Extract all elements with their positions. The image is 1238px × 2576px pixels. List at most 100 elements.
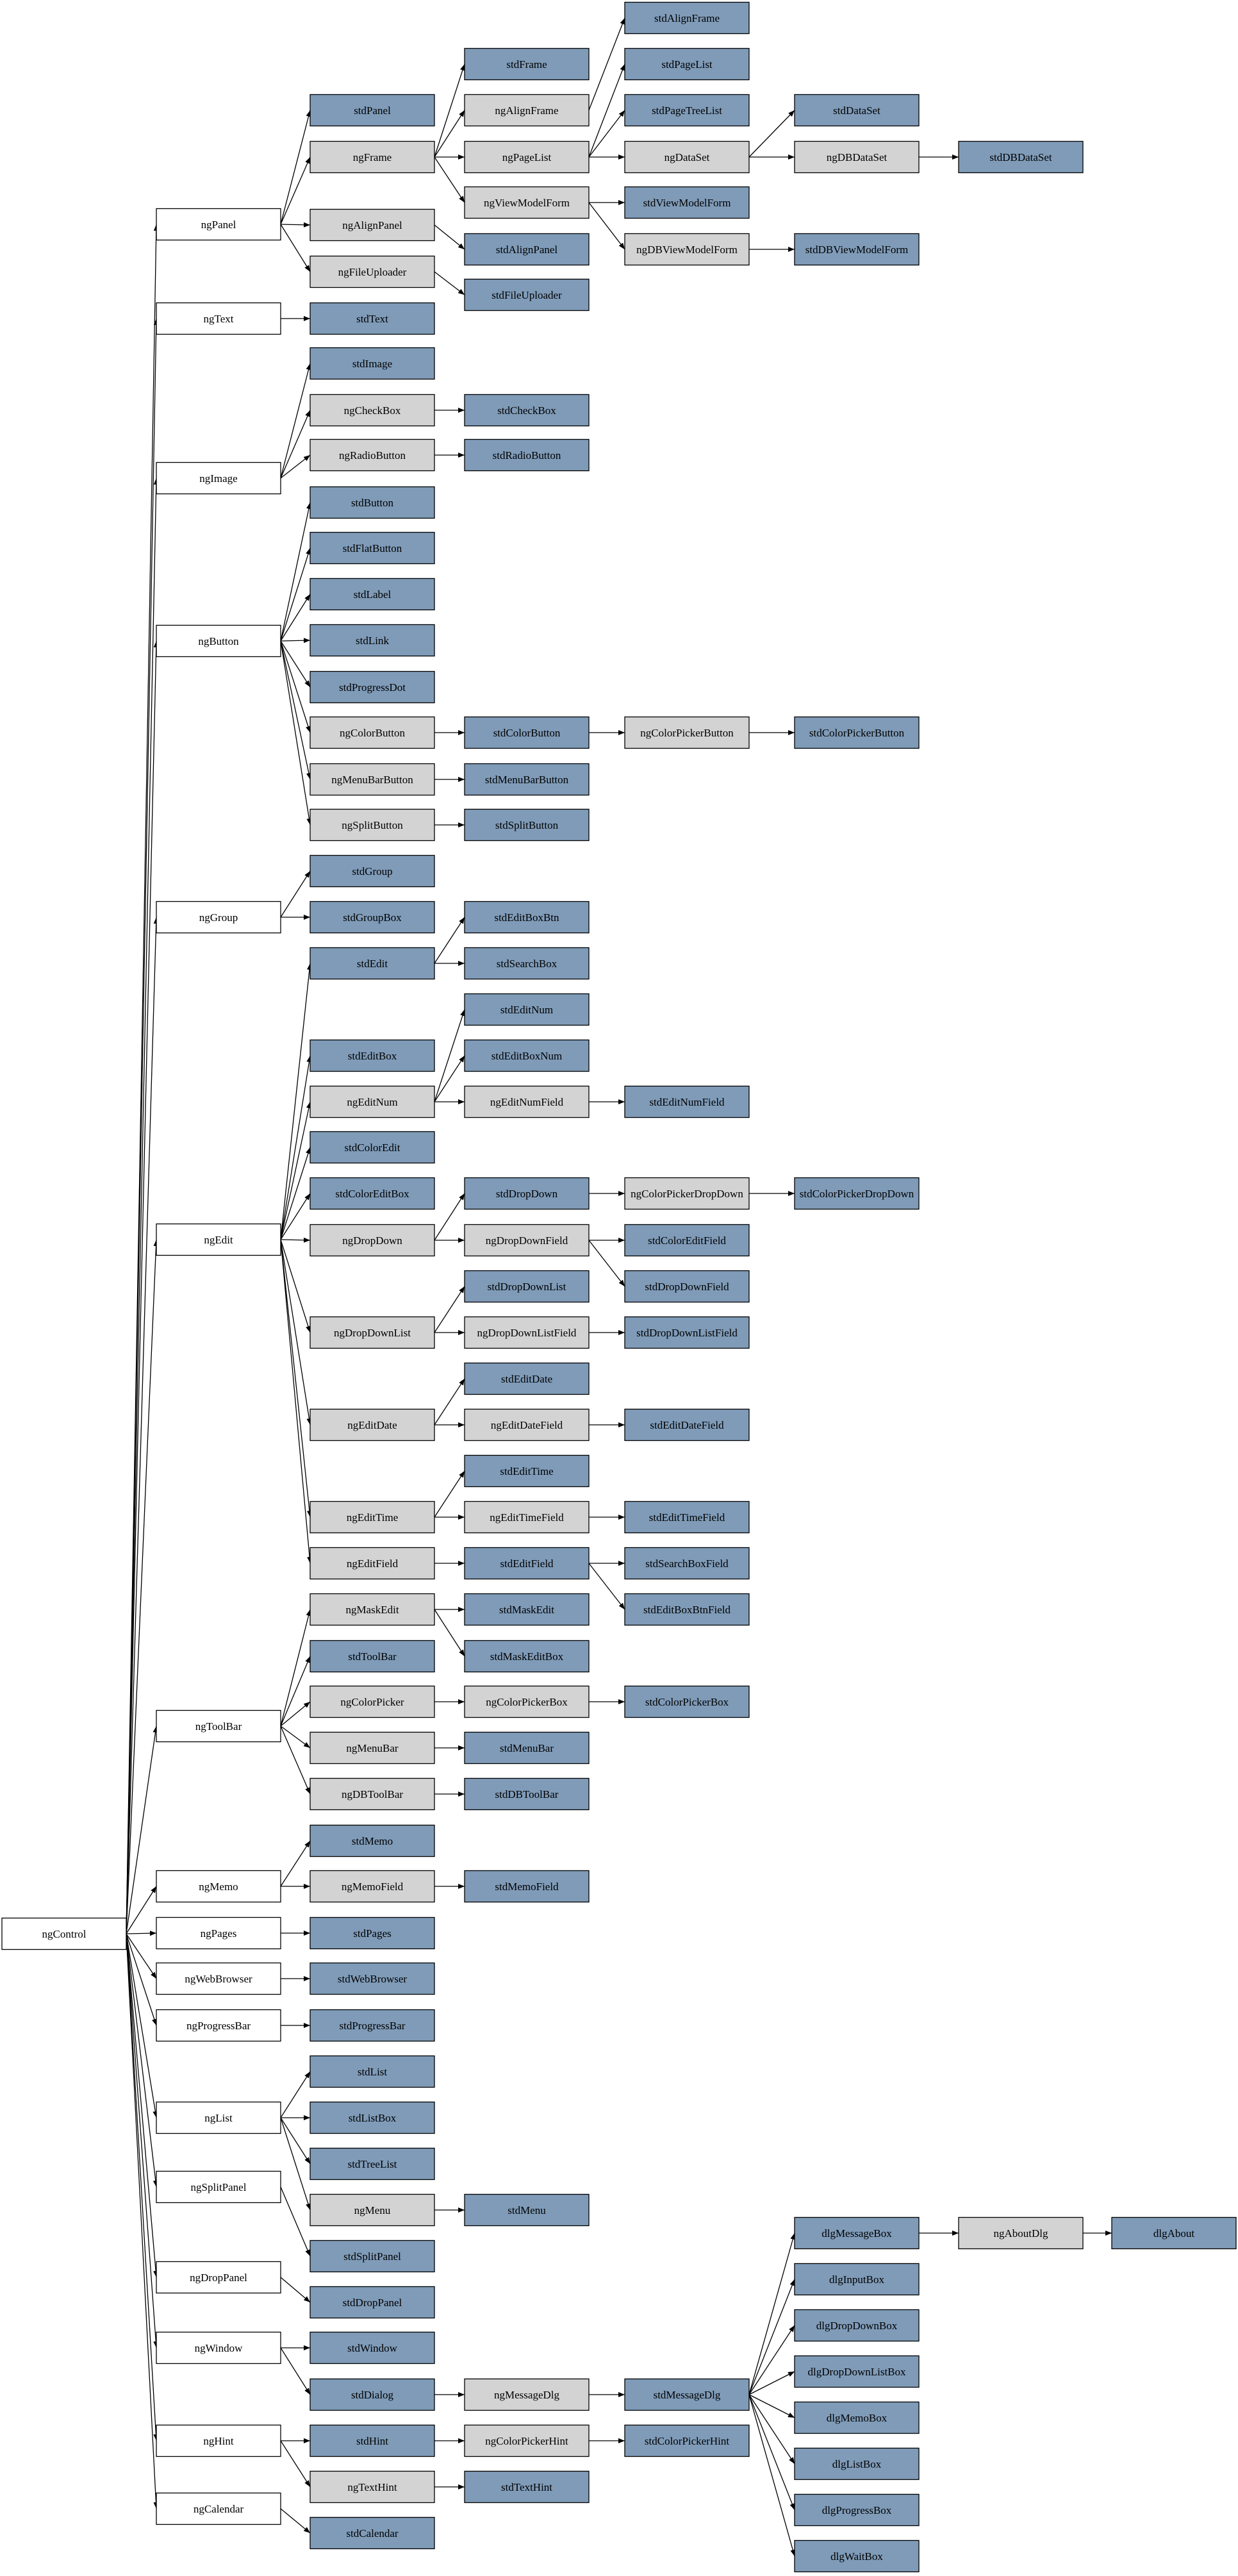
- node-label: ngProgressBar: [186, 2020, 251, 2032]
- node-label: ngEditTimeField: [490, 1511, 564, 1524]
- edge-ngFileUploader-to-stdFileUploader: [434, 271, 465, 295]
- node-ngEditField: ngEditField: [310, 1547, 435, 1580]
- node-stdMaskEditBox: stdMaskEditBox: [464, 1640, 590, 1673]
- node-label: stdEditField: [500, 1558, 554, 1570]
- node-ngEditNum: ngEditNum: [310, 1085, 435, 1118]
- node-box: [310, 2286, 435, 2319]
- node-stdEditBox: stdEditBox: [310, 1039, 435, 1072]
- node-label: stdLabel: [354, 588, 392, 601]
- node-box: [624, 1316, 750, 1349]
- node-label: ngMemoField: [342, 1881, 404, 1893]
- node-box: [464, 438, 590, 472]
- node-box: [624, 140, 750, 174]
- node-ngColorPicker: ngColorPicker: [310, 1685, 435, 1718]
- node-stdList: stdList: [310, 2055, 435, 2088]
- node-label: stdMemo: [352, 1835, 393, 1847]
- node-box: [464, 1085, 590, 1118]
- edge-ngPageList-to-stdPageTreeList: [588, 110, 625, 158]
- edge-ngFrame-to-ngViewModelForm: [434, 156, 465, 203]
- node-stdHint: stdHint: [310, 2424, 435, 2457]
- node-box: [464, 1870, 590, 1903]
- node-box: [310, 2516, 435, 2550]
- node-label: stdDropDownList: [488, 1281, 566, 1293]
- node-stdEditBoxBtnField: stdEditBoxBtnField: [624, 1593, 750, 1626]
- node-box: [464, 278, 590, 312]
- edge-ngEditNum-to-stdEditBoxNum: [434, 1055, 465, 1102]
- node-box: [624, 47, 750, 81]
- node-label: stdEdit: [357, 958, 388, 970]
- node-box: [310, 1824, 435, 1857]
- node-label: ngList: [204, 2112, 233, 2124]
- node-box: [310, 1500, 435, 1534]
- node-box: [464, 1547, 590, 1580]
- edge-ngControl-to-ngImage: [126, 478, 159, 1934]
- node-label: ngDBToolBar: [342, 1788, 403, 1800]
- node-label: stdDBToolBar: [495, 1788, 559, 1800]
- node-box: [794, 2401, 920, 2434]
- edge-stdMessageDlg-to-dlgProgressBox: [748, 2394, 795, 2511]
- node-label: stdColorPickerHint: [645, 2435, 729, 2447]
- node-box: [794, 2263, 920, 2296]
- node-box: [794, 2493, 920, 2527]
- edge-ngMaskEdit-to-stdMaskEditBox: [434, 1609, 465, 1657]
- node-dlgWaitBox: dlgWaitBox: [794, 2539, 920, 2573]
- node-stdGroup: stdGroup: [310, 854, 435, 888]
- node-label: stdMaskEdit: [499, 1604, 554, 1616]
- node-box: [156, 901, 281, 934]
- node-box: [310, 208, 435, 242]
- edge-ngToolBar-to-ngMaskEdit: [280, 1609, 311, 1727]
- edge-ngHint-to-ngTextHint: [280, 2440, 311, 2488]
- edge-ngControl-to-ngHint: [126, 1933, 159, 2441]
- node-stdColorPickerHint: stdColorPickerHint: [624, 2424, 750, 2457]
- node-label: ngEditNum: [347, 1096, 397, 1108]
- node-stdColorEditBox: stdColorEditBox: [310, 1177, 435, 1210]
- node-stdRadioButton: stdRadioButton: [464, 438, 590, 472]
- node-label: ngControl: [42, 1928, 87, 1940]
- node-label: stdMaskEditBox: [490, 1650, 564, 1663]
- node-ngPanel: ngPanel: [156, 208, 281, 241]
- node-label: ngDropDownListField: [477, 1327, 577, 1339]
- node-label: ngToolBar: [195, 1720, 242, 1733]
- node-label: stdEditBoxNum: [491, 1050, 563, 1062]
- edge-ngPanel-to-ngFrame: [280, 156, 311, 225]
- node-label: stdImage: [352, 358, 392, 370]
- edge-ngControl-to-ngWebBrowser: [126, 1933, 157, 1979]
- node-stdSplitPanel: stdSplitPanel: [310, 2239, 435, 2273]
- edge-ngControl-to-ngButton: [126, 640, 159, 1934]
- node-box: [310, 94, 435, 127]
- node-label: ngRadioButton: [339, 449, 406, 461]
- node-box: [310, 255, 435, 288]
- node-stdPages: stdPages: [310, 1916, 435, 1950]
- node-label: ngAboutDlg: [994, 2227, 1049, 2239]
- edge-ngControl-to-ngEdit: [126, 1239, 159, 1934]
- node-label: ngMaskEdit: [345, 1604, 399, 1616]
- node-label: ngAlignFrame: [495, 104, 558, 117]
- node-label: stdWebBrowser: [338, 1973, 408, 1985]
- node-ngAlignPanel: ngAlignPanel: [310, 208, 435, 242]
- node-label: ngMemo: [199, 1881, 238, 1893]
- node-box: [310, 763, 435, 796]
- node-box: [464, 1270, 590, 1303]
- node-ngEditTimeField: ngEditTimeField: [464, 1500, 590, 1534]
- node-label: dlgMessageBox: [821, 2227, 892, 2239]
- node-stdDropDownField: stdDropDownField: [624, 1270, 750, 1303]
- edge-ngPanel-to-ngFileUploader: [280, 224, 311, 272]
- node-box: [310, 578, 435, 611]
- node-label: ngImage: [199, 472, 237, 485]
- node-box: [464, 1177, 590, 1210]
- node-label: ngColorPickerBox: [486, 1696, 568, 1708]
- edge-ngControl-to-ngWindow: [126, 1933, 159, 2348]
- edge-stdMessageDlg-to-dlgWaitBox: [748, 2394, 796, 2557]
- node-label: ngEditField: [347, 1558, 399, 1570]
- edge-ngCalendar-to-stdCalendar: [280, 2508, 311, 2534]
- node-box: [310, 2470, 435, 2504]
- edge-ngEditNum-to-stdEditNum: [434, 1009, 465, 1102]
- node-label: ngColorPicker: [340, 1696, 404, 1708]
- node-label: ngMenu: [354, 2204, 391, 2216]
- node-label: stdEditBox: [348, 1050, 397, 1062]
- node-box: [310, 624, 435, 657]
- node-box: [156, 2261, 281, 2294]
- node-label: ngText: [204, 313, 234, 325]
- node-box: [310, 1685, 435, 1718]
- node-ngButton: ngButton: [156, 624, 281, 658]
